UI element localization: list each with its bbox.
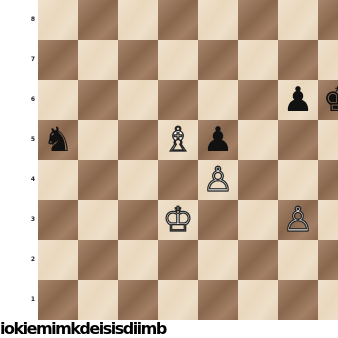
square-i1[interactable] [318, 280, 338, 320]
square-g2[interactable] [238, 240, 278, 280]
square-b3[interactable] [38, 200, 78, 240]
square-i7[interactable] [318, 40, 338, 80]
square-c7[interactable] [78, 40, 118, 80]
square-d4[interactable] [118, 160, 158, 200]
square-g1[interactable] [238, 280, 278, 320]
square-b1[interactable] [38, 280, 78, 320]
square-e4[interactable] [158, 160, 198, 200]
overlapping-caption-text: iokiemimkdeisisdiimb [0, 320, 338, 338]
square-h6[interactable]: ♟ [278, 80, 318, 120]
square-f1[interactable] [198, 280, 238, 320]
square-h4[interactable] [278, 160, 318, 200]
square-h7[interactable] [278, 40, 318, 80]
square-d2[interactable] [118, 240, 158, 280]
square-h8[interactable] [278, 0, 318, 40]
square-c2[interactable] [78, 240, 118, 280]
square-d1[interactable] [118, 280, 158, 320]
square-d7[interactable] [118, 40, 158, 80]
square-e2[interactable] [158, 240, 198, 280]
square-c4[interactable] [78, 160, 118, 200]
square-c8[interactable] [78, 0, 118, 40]
square-g5[interactable] [238, 120, 278, 160]
square-b5[interactable]: ♞ [38, 120, 78, 160]
white-pawn-icon[interactable]: ♙ [278, 200, 318, 240]
square-e1[interactable] [158, 280, 198, 320]
square-b8[interactable] [38, 0, 78, 40]
square-c5[interactable] [78, 120, 118, 160]
black-pawn-icon[interactable]: ♟ [278, 80, 318, 120]
square-e7[interactable] [158, 40, 198, 80]
square-g6[interactable] [238, 80, 278, 120]
square-g8[interactable] [238, 0, 278, 40]
rank-label-2: 2 [28, 240, 38, 280]
square-g4[interactable] [238, 160, 278, 200]
square-f3[interactable] [198, 200, 238, 240]
square-b2[interactable] [38, 240, 78, 280]
square-d5[interactable] [118, 120, 158, 160]
square-g3[interactable] [238, 200, 278, 240]
square-e3[interactable]: ♔ [158, 200, 198, 240]
rank-label-4: 4 [28, 160, 38, 200]
square-i4[interactable] [318, 160, 338, 200]
square-b7[interactable] [38, 40, 78, 80]
square-f2[interactable] [198, 240, 238, 280]
rank-label-3: 3 [28, 200, 38, 240]
square-c3[interactable] [78, 200, 118, 240]
white-bishop-icon[interactable]: ♗ [158, 120, 198, 160]
square-f5[interactable]: ♟ [198, 120, 238, 160]
square-e8[interactable] [158, 0, 198, 40]
white-pawn-icon[interactable]: ♙ [198, 160, 238, 200]
rank-label-1: 1 [28, 280, 38, 320]
square-h5[interactable] [278, 120, 318, 160]
black-knight-icon[interactable]: ♞ [38, 120, 78, 160]
square-f4[interactable]: ♙ [198, 160, 238, 200]
black-king-icon[interactable]: ♚ [318, 80, 338, 120]
square-h3[interactable]: ♙ [278, 200, 318, 240]
square-d8[interactable] [118, 0, 158, 40]
square-h2[interactable] [278, 240, 318, 280]
square-b4[interactable] [38, 160, 78, 200]
square-c6[interactable] [78, 80, 118, 120]
rank-label-5: 5 [28, 120, 38, 160]
square-c1[interactable] [78, 280, 118, 320]
square-e5[interactable]: ♗ [158, 120, 198, 160]
square-i8[interactable] [318, 0, 338, 40]
square-f6[interactable] [198, 80, 238, 120]
square-i5[interactable] [318, 120, 338, 160]
square-i2[interactable] [318, 240, 338, 280]
square-e6[interactable] [158, 80, 198, 120]
square-i6[interactable]: ♚ [318, 80, 338, 120]
square-i3[interactable] [318, 200, 338, 240]
square-g7[interactable] [238, 40, 278, 80]
rank-label-6: 6 [28, 80, 38, 120]
chessboard: ♟♚♞♗♟♙♔♙ [38, 0, 338, 320]
white-king-icon[interactable]: ♔ [158, 200, 198, 240]
square-d6[interactable] [118, 80, 158, 120]
black-pawn-icon[interactable]: ♟ [198, 120, 238, 160]
rank-label-8: 8 [28, 0, 38, 40]
square-d3[interactable] [118, 200, 158, 240]
square-b6[interactable] [38, 80, 78, 120]
square-h1[interactable] [278, 280, 318, 320]
rank-label-7: 7 [28, 40, 38, 80]
square-f8[interactable] [198, 0, 238, 40]
square-f7[interactable] [198, 40, 238, 80]
chessboard-viewport: ♟♚♞♗♟♙♔♙ [38, 0, 338, 320]
